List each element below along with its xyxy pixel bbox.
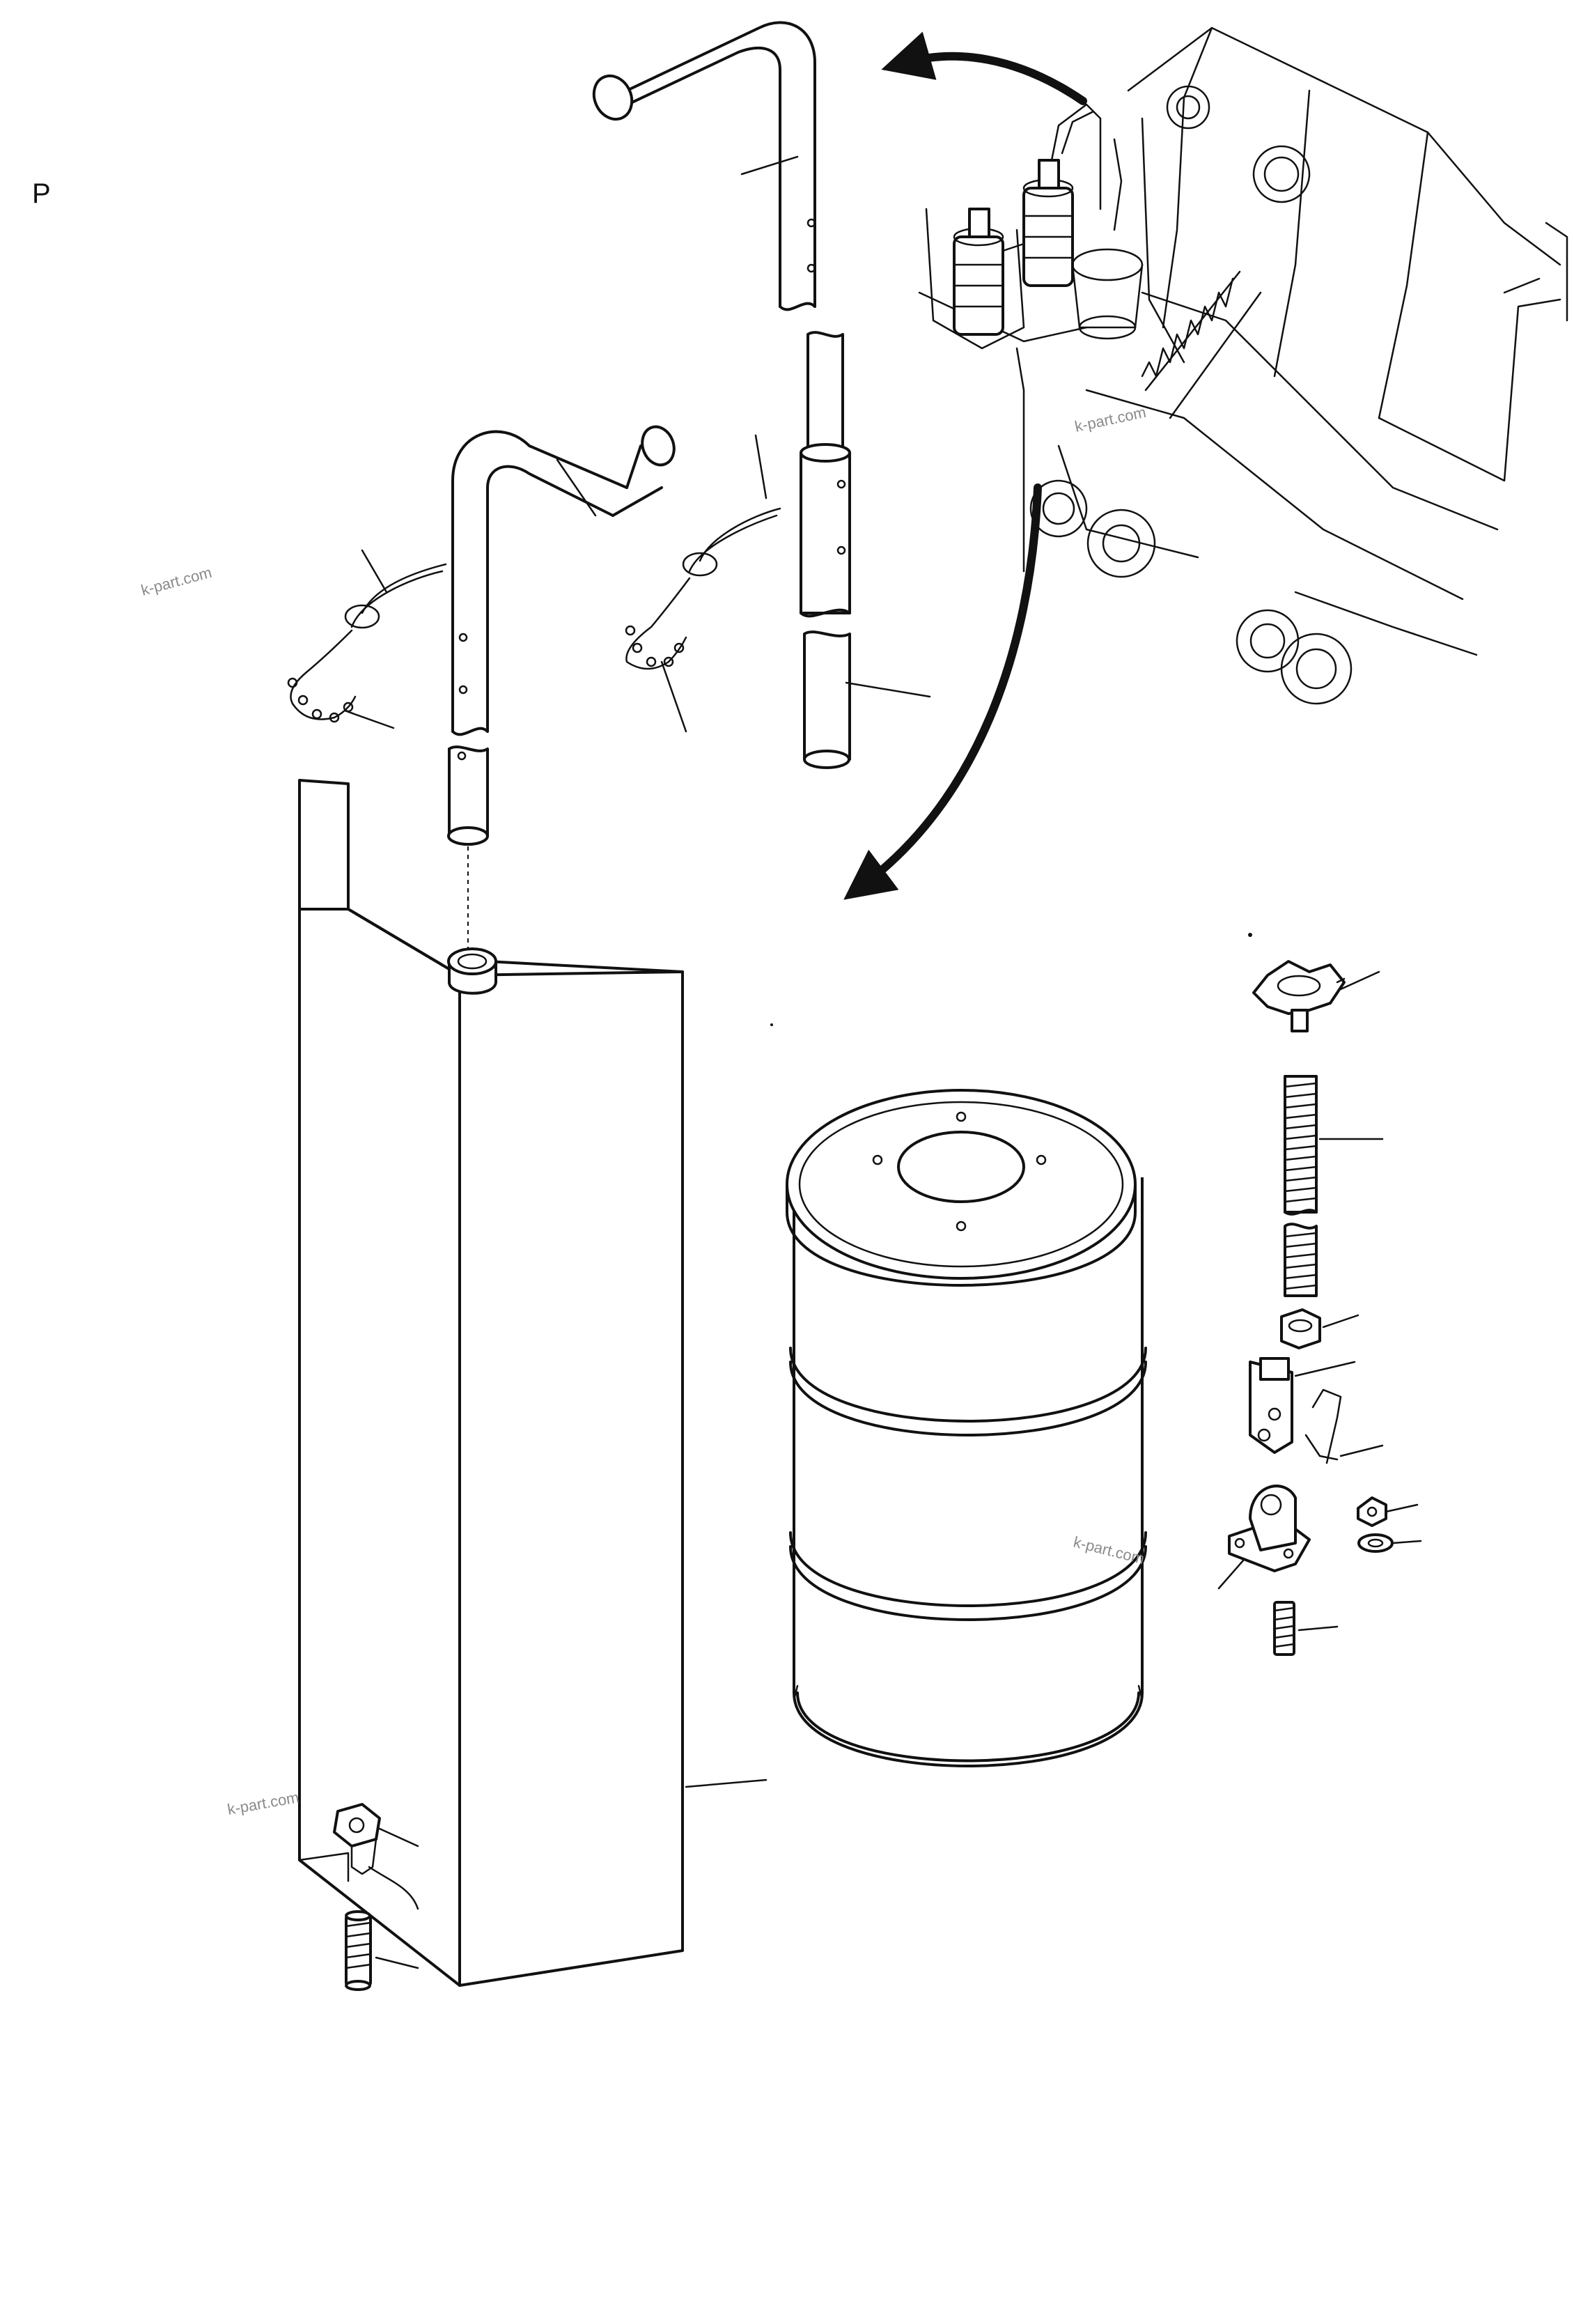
bracket-panel bbox=[298, 779, 767, 1991]
suction-pipe-upper bbox=[592, 21, 931, 769]
excavator-arm-context bbox=[1029, 26, 1568, 705]
page-label: P bbox=[32, 178, 51, 209]
oil-drum bbox=[786, 1089, 1147, 1767]
suction-pipe-lower bbox=[447, 425, 676, 968]
watermark-text: k-part.com bbox=[139, 564, 214, 599]
watermark-text: k-part.com bbox=[1073, 403, 1148, 435]
watermark-text: k-part.com bbox=[226, 1788, 301, 1818]
clamp-hardware-stack bbox=[770, 933, 1422, 1656]
arrow-to-upper-pipe bbox=[881, 31, 1087, 105]
relocation-arrows bbox=[843, 31, 1087, 900]
pump-assembly bbox=[918, 103, 1102, 573]
safety-pin-left bbox=[287, 549, 447, 729]
safety-pin-right bbox=[625, 434, 781, 733]
arrow-to-drum bbox=[843, 483, 1042, 900]
